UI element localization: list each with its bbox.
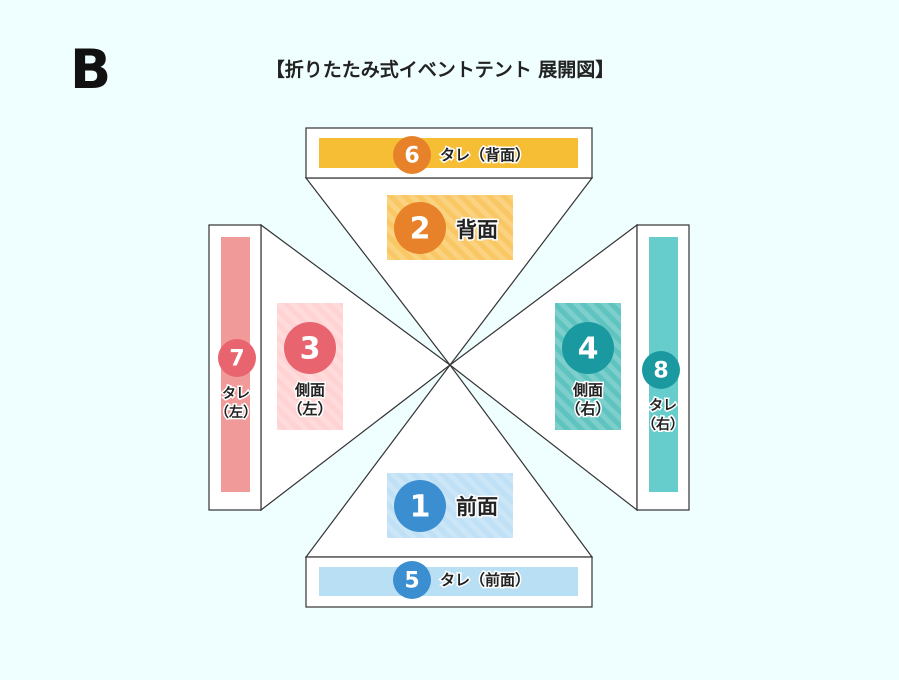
valance-front-label: タレ（前面） [440,571,530,589]
diagram-title: 【折りたたみ式イベントテント 展開図】 [266,58,615,81]
side-left-number-badge [284,322,336,374]
valance-back-number-badge [393,136,431,174]
side-right-label: 側面 [572,381,603,399]
front-number: 1 [410,490,431,525]
valance-front-number: 5 [404,569,419,594]
valance-left-label: タレ [222,386,250,402]
front-number-badge [394,480,446,532]
valance-left-label-sub: （左） [215,404,257,421]
side-left-label: 側面 [294,381,325,399]
valance-left-number: 7 [229,347,244,372]
valance-front-bar [319,567,578,596]
valance-right-label: タレ [649,398,677,414]
valance-front-number-badge [393,561,431,599]
valance-right-number-badge [642,351,680,389]
side-right-number-badge [562,322,614,374]
section-letter: B [70,38,111,101]
side-right-label-sub: （右） [565,400,610,418]
side-left-number: 3 [300,332,321,367]
front-label: 前面 [456,495,498,519]
side-right-number: 4 [578,332,599,367]
valance-right-label-sub: （右） [642,416,684,433]
valance-back-number: 6 [404,144,419,169]
back-number-badge [394,202,446,254]
valance-right-number: 8 [653,359,668,384]
valance-left-number-badge [218,339,256,377]
side-left-label-sub: （左） [287,400,332,418]
back-number: 2 [410,212,431,247]
back-label: 背面 [456,218,498,242]
valance-back-label: タレ（背面） [440,146,530,164]
valance-back-bar [319,138,578,168]
